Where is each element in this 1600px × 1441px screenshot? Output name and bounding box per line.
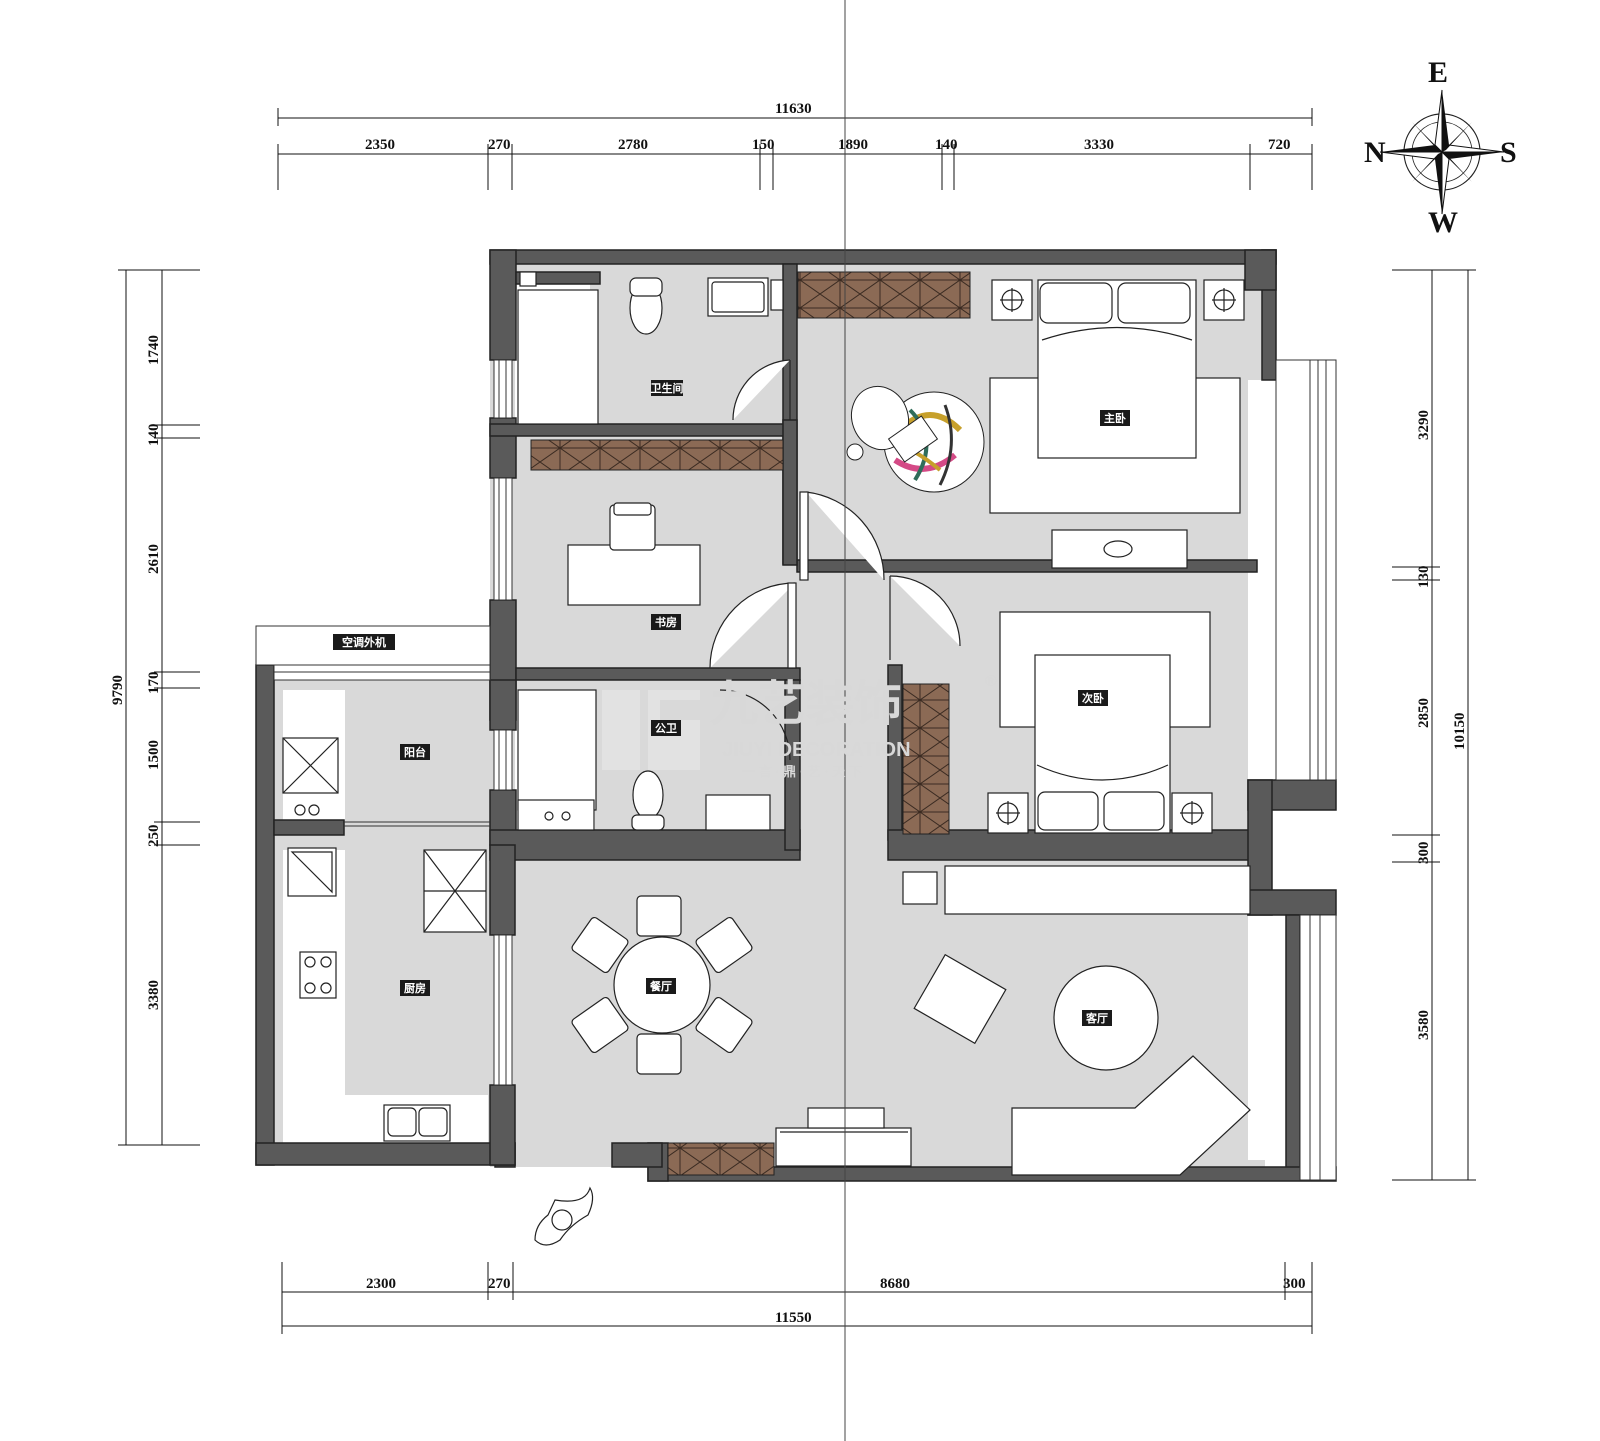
compass-north-label: N bbox=[1364, 136, 1386, 169]
dim-left-seg: 3380 bbox=[146, 980, 162, 1010]
watermark-slogan: 一 言 · 鼎 · 艺 · 天 下 bbox=[742, 764, 862, 779]
dim-top-seg: 2350 bbox=[365, 137, 395, 153]
dim-left-seg: 1740 bbox=[146, 335, 162, 365]
svg-text:餐厅: 餐厅 bbox=[649, 979, 672, 993]
room-tag-dining: 餐厅 bbox=[646, 978, 676, 994]
svg-text:书房: 书房 bbox=[655, 615, 677, 629]
kitchen-fixtures bbox=[282, 737, 487, 1142]
dim-left-seg: 250 bbox=[146, 825, 162, 848]
compass-south-label: S bbox=[1500, 136, 1517, 169]
svg-text:阳台: 阳台 bbox=[404, 745, 426, 759]
dim-top-seg: 1890 bbox=[838, 137, 868, 153]
room-tag-bath-1: 卫生间 bbox=[651, 380, 684, 396]
dim-right-seg: 2850 bbox=[1416, 698, 1432, 728]
dim-bottom-total: 11550 bbox=[775, 1310, 812, 1326]
dim-bottom-seg: 270 bbox=[488, 1276, 511, 1292]
windows bbox=[255, 359, 1337, 1181]
compass-east-label: E bbox=[1428, 56, 1448, 89]
entrance-person-icon bbox=[534, 1186, 594, 1246]
study-furniture bbox=[567, 502, 701, 606]
wardrobes bbox=[530, 271, 971, 1176]
dim-left-total: 9790 bbox=[110, 675, 126, 705]
dim-bottom-seg: 2300 bbox=[366, 1276, 396, 1292]
room-tag-second-bedroom: 次卧 bbox=[1078, 690, 1108, 706]
dim-top-total: 11630 bbox=[775, 101, 812, 117]
room-tag-kitchen: 厨房 bbox=[400, 980, 430, 996]
compass-rose-icon bbox=[1379, 89, 1505, 215]
room-tag-study: 书房 bbox=[651, 614, 681, 630]
dim-top-seg: 270 bbox=[488, 137, 511, 153]
dim-top-seg: 720 bbox=[1268, 137, 1291, 153]
room-tag-ac-unit: 空调外机 bbox=[333, 634, 395, 650]
svg-text:客厅: 客厅 bbox=[1085, 1011, 1108, 1025]
svg-text:次卧: 次卧 bbox=[1082, 691, 1104, 705]
dim-top-seg: 2780 bbox=[618, 137, 648, 153]
dim-right-seg: 130 bbox=[1416, 566, 1432, 589]
watermark-brand-en: JIUYI DECORATION bbox=[722, 739, 911, 761]
dim-bottom-seg: 8680 bbox=[880, 1276, 910, 1292]
dim-right-seg: 300 bbox=[1416, 842, 1432, 865]
dim-top-seg: 150 bbox=[752, 137, 775, 153]
svg-text:厨房: 厨房 bbox=[404, 981, 426, 995]
dim-right-seg: 3290 bbox=[1416, 410, 1432, 440]
dim-left-seg: 170 bbox=[146, 672, 162, 695]
master-bed bbox=[989, 279, 1245, 569]
svg-text:公卫: 公卫 bbox=[655, 722, 677, 735]
room-tag-master-bedroom: 主卧 bbox=[1100, 410, 1130, 426]
dim-left-seg: 2610 bbox=[146, 544, 162, 574]
svg-text:主卧: 主卧 bbox=[1104, 411, 1126, 425]
watermark-registered-mark: ® bbox=[985, 673, 997, 690]
compass-west-label: W bbox=[1428, 206, 1458, 239]
round-rug bbox=[846, 385, 985, 493]
room-tag-balcony: 阳台 bbox=[400, 744, 430, 760]
room-tag-living: 客厅 bbox=[1082, 1010, 1112, 1026]
svg-text:卫生间: 卫生间 bbox=[651, 381, 684, 395]
second-bed bbox=[987, 611, 1213, 834]
dim-right-seg: 3580 bbox=[1416, 1010, 1432, 1040]
svg-text:空调外机: 空调外机 bbox=[342, 635, 386, 649]
dim-bottom-seg: 300 bbox=[1283, 1276, 1306, 1292]
dim-right-total: 10150 bbox=[1452, 713, 1468, 751]
walls bbox=[255, 249, 1337, 1182]
bath-fixtures bbox=[517, 271, 784, 831]
room-tag-bath-2: 公卫 bbox=[651, 720, 681, 736]
dimension-lines bbox=[118, 0, 1476, 1441]
dim-left-seg: 1500 bbox=[146, 740, 162, 770]
dim-top-seg: 3330 bbox=[1084, 137, 1114, 153]
dim-top-seg: 140 bbox=[935, 137, 958, 153]
watermark-brand: 九艺装饰 bbox=[710, 678, 902, 731]
dim-left-seg: 140 bbox=[146, 424, 162, 447]
